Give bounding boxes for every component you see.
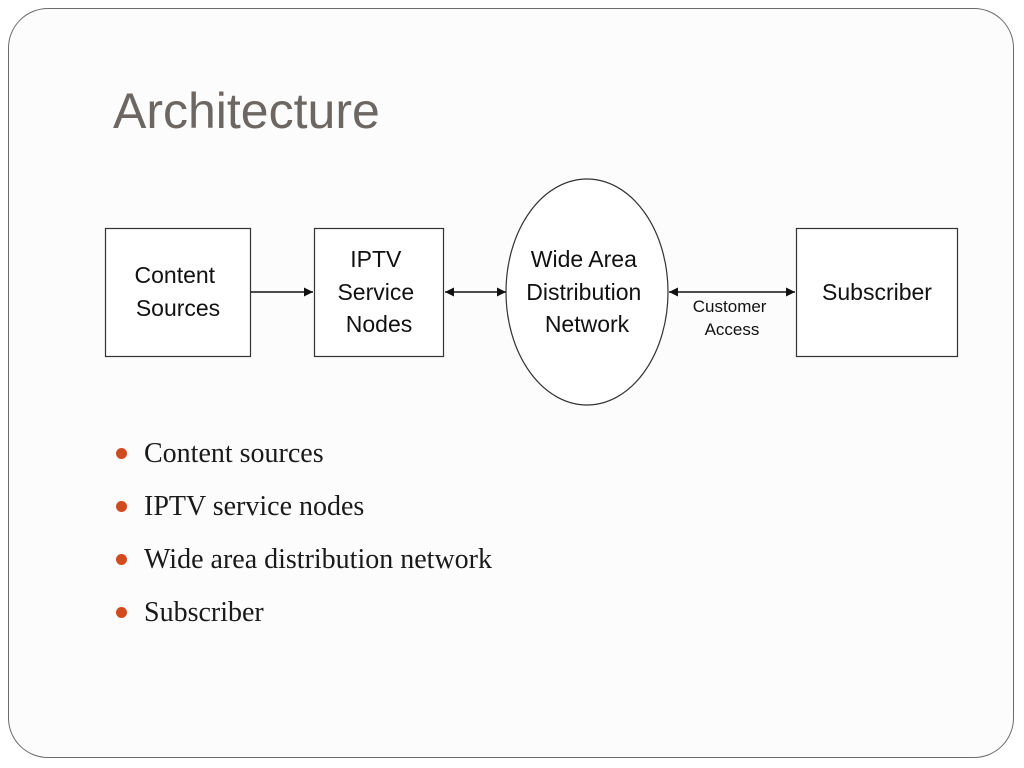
bullet-list: Content sources IPTV service nodes Wide …: [113, 434, 492, 646]
content-sources-label-line-2: Sources: [136, 295, 220, 321]
content-sources-label-line-1: Content: [135, 262, 216, 288]
bullet-item: IPTV service nodes: [113, 487, 492, 540]
bullet-text: Wide area distribution network: [144, 544, 492, 575]
bullet-text: IPTV service nodes: [144, 491, 365, 522]
bullet-dot-icon: [116, 607, 127, 618]
wide-area-distribution-network-label: Wide Area Distribution Network: [526, 246, 647, 337]
bullet-dot-icon: [116, 448, 127, 459]
customer-access-label: Customer Access: [693, 297, 771, 339]
subscriber-label: Subscriber: [822, 279, 932, 305]
customer-access-label-line-1: Customer: [693, 297, 767, 316]
bullet-dot-icon: [116, 501, 127, 512]
iptv-service-nodes-box: [313, 227, 445, 358]
bullet-item: Content sources: [113, 434, 492, 487]
subscriber-box: [795, 227, 959, 358]
iptv-service-nodes-label: IPTV Service Nodes: [337, 246, 420, 337]
bullet-text: Subscriber: [144, 597, 264, 628]
slide-title: Architecture: [113, 83, 380, 139]
subscriber-label-line-1: Subscriber: [822, 279, 932, 305]
iptv-service-nodes-label-line-3: Nodes: [346, 311, 412, 337]
bullet-item: Wide area distribution network: [113, 540, 492, 593]
customer-access-label-line-2: Access: [705, 320, 760, 339]
wan-label-line-1: Wide Area: [531, 246, 637, 272]
bullet-text: Content sources: [144, 438, 324, 469]
slide-frame: [8, 8, 1014, 758]
iptv-service-nodes-label-line-2: Service: [337, 279, 414, 305]
wan-label-line-3: Network: [545, 311, 630, 337]
content-sources-box: [104, 227, 252, 358]
iptv-service-nodes-label-line-1: IPTV: [350, 246, 402, 272]
bullet-item: Subscriber: [113, 593, 492, 646]
wan-label-line-2: Distribution: [526, 279, 641, 305]
content-sources-label: Content Sources: [135, 262, 222, 321]
bullet-dot-icon: [116, 554, 127, 565]
